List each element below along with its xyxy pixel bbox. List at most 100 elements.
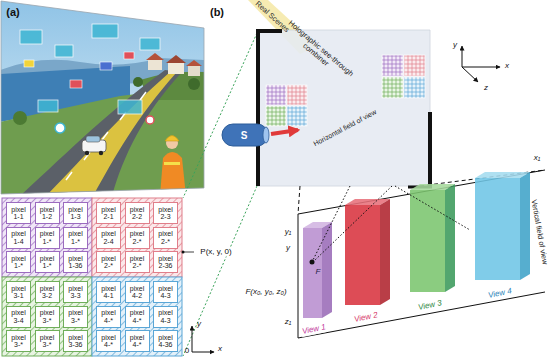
pixel-cell: pixel 3-4: [6, 306, 31, 328]
ar-scene-photo-part: [24, 60, 34, 67]
pixel-cell: pixel 3-3: [63, 281, 88, 303]
ar-scene-photo-part: [100, 62, 112, 70]
combiner-pixel-array-part: [287, 85, 307, 105]
pixel-cell: pixel 2-*: [125, 251, 150, 273]
pixel-label: pixel 4-*: [98, 309, 119, 324]
ar-scene-photo-part: [165, 136, 179, 142]
combiner-pixel-array-part: [266, 106, 286, 126]
ar-scene-photo-part: [20, 70, 182, 196]
view-volume-frame-part: [298, 186, 300, 214]
combiner-frame: [256, 31, 432, 188]
pixel-label: pixel 2-3: [155, 206, 176, 221]
ray-line: [313, 186, 470, 261]
pixel-cell: pixel 1-36: [63, 251, 88, 273]
light-source-projector-part: [271, 130, 298, 134]
ar-scene-photo-part: [86, 136, 100, 142]
pixel-label: pixel 2-1: [98, 206, 119, 221]
light-source-projector: [222, 124, 298, 146]
pixel-label: pixel 4-*: [98, 334, 119, 349]
pixel-quadrant-part: [2, 198, 92, 277]
grid-axes: [192, 326, 214, 352]
focal-point: [310, 260, 315, 265]
ar-scene-photo-part: [92, 24, 118, 38]
ar-scene-photo-part: [133, 77, 143, 87]
ar-scene-photo-part: [55, 123, 65, 133]
ar-scene-photo-part: [188, 66, 200, 76]
light-source-projector-part: [222, 124, 268, 146]
ray-line-part: [314, 186, 392, 261]
ar-scene-photo: [0, 0, 206, 196]
pixel-cell: pixel 4-1: [96, 281, 121, 303]
pixel-label: pixel 3-2: [37, 285, 58, 300]
ar-scene-photo-part: [186, 60, 202, 66]
coordinate-axes-part: [462, 67, 478, 82]
combiner-panel: [258, 30, 430, 186]
panel-label: (b): [210, 6, 224, 18]
pixel-cell: pixel 4-36: [153, 330, 178, 352]
ar-scene-photo-part: [188, 78, 200, 90]
ar-scene-photo-part: [46, 72, 176, 196]
pixel-label: pixel 4-*: [127, 309, 148, 324]
combiner-pixel-array-part: [404, 55, 425, 76]
pixel-label: pixel 2-*: [98, 255, 119, 270]
pixel-label: pixel 1-3: [65, 206, 86, 221]
pixel-cell: pixel 3-1: [6, 281, 31, 303]
ar-scene-photo-part: [85, 151, 89, 155]
point-leader: [182, 251, 195, 254]
pixel-label: pixel 3-3: [65, 285, 86, 300]
pixel-cell: pixel 1-*: [35, 251, 60, 273]
pixel-label: pixel 3-*: [65, 309, 86, 324]
point-leader-part: [182, 251, 185, 254]
pixel-cell: pixel 3-36: [63, 330, 88, 352]
ar-scene-photo-part: [0, 0, 206, 196]
pixel-cell: pixel 3-*: [6, 330, 31, 352]
ar-scene-photo-part: [70, 80, 82, 88]
view-slab-part: [520, 172, 530, 280]
zoom-leader-part: [183, 186, 257, 356]
source-label: S: [241, 130, 248, 141]
pixel-cell: pixel 2-*: [153, 227, 178, 249]
view-label: View 2: [352, 311, 379, 325]
pixel-label: pixel 2-*: [127, 255, 148, 270]
ray-line-part: [313, 186, 350, 260]
view-slab-part: [322, 222, 332, 318]
axis-label: x: [218, 345, 222, 354]
pixel-label: pixel 2-*: [127, 230, 148, 245]
point-label: F(x₀, y₀, z₀): [244, 288, 287, 297]
pixel-cell: pixel 2-1: [96, 202, 121, 224]
grid-axes-part: [192, 352, 214, 353]
point-label: F: [316, 268, 321, 277]
pixel-cell: pixel 2-*: [125, 227, 150, 249]
coordinate-axes-part: [462, 46, 463, 67]
ar-scene-photo-part: [66, 92, 146, 180]
pixel-label: pixel 4-*: [127, 334, 148, 349]
pixel-cell: pixel 4-*: [96, 330, 121, 352]
panel-label: (a): [6, 6, 19, 18]
axis-label: y: [453, 41, 457, 50]
pixel-label: pixel 4-2: [127, 285, 148, 300]
view-slab: [303, 172, 530, 318]
pixel-label: pixel 2-36: [155, 255, 176, 270]
pixel-cell: pixel 2-3: [153, 202, 178, 224]
pixel-cell: pixel 4-3: [153, 306, 178, 328]
combiner-frame-part: [256, 31, 260, 186]
combiner-pixel-array-part: [287, 106, 307, 126]
pixel-cell: pixel 1-*: [35, 227, 60, 249]
pixel-cell: pixel 4-2: [125, 281, 150, 303]
pixel-label: pixel 1-*: [65, 230, 86, 245]
pixel-label: pixel 1-36: [65, 255, 86, 270]
pixel-label: pixel 1-1: [8, 206, 29, 221]
pixel-label: pixel 1-*: [37, 230, 58, 245]
pixel-cell: pixel 1-4: [6, 227, 31, 249]
coordinate-label: z₁: [285, 318, 292, 327]
pixel-cell: pixel 4-*: [125, 330, 150, 352]
axis-label: x: [505, 62, 509, 71]
ar-scene-photo-part: [20, 30, 42, 44]
pixel-cell: pixel 4-3: [153, 281, 178, 303]
pixel-label: pixel 1-*: [8, 255, 29, 270]
pixel-cell: pixel 1-1: [6, 202, 31, 224]
pixel-label: pixel 2-2: [127, 206, 148, 221]
pixel-cell: pixel 1-*: [63, 227, 88, 249]
pixel-label: pixel 3-*: [37, 309, 58, 324]
pixel-label: pixel 3-4: [8, 309, 29, 324]
